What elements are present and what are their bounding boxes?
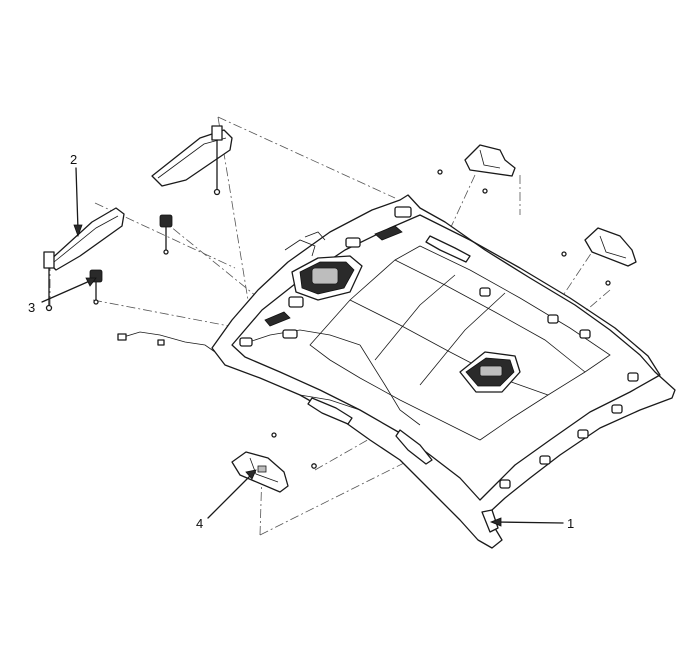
assist-grip-bracket-rear-right — [437, 144, 516, 194]
callout-leaders — [41, 167, 564, 527]
room-lamp — [459, 351, 521, 393]
harness-lead — [117, 331, 216, 353]
callout-3: 3 — [28, 300, 35, 315]
callout-1: 1 — [567, 516, 574, 531]
sun-visor-retainer-lower — [89, 269, 103, 305]
sun-visor-upper — [151, 125, 233, 196]
overhead-console — [284, 231, 363, 301]
sun-visor-retainer-upper — [159, 214, 173, 255]
assist-grip-bracket-front-left — [231, 432, 317, 493]
vanity-light-openings — [264, 225, 403, 327]
sun-visor-lower — [43, 207, 125, 312]
callout-4: 4 — [196, 516, 203, 531]
callout-2: 2 — [70, 152, 77, 167]
assist-grip-bracket-right — [561, 227, 637, 286]
